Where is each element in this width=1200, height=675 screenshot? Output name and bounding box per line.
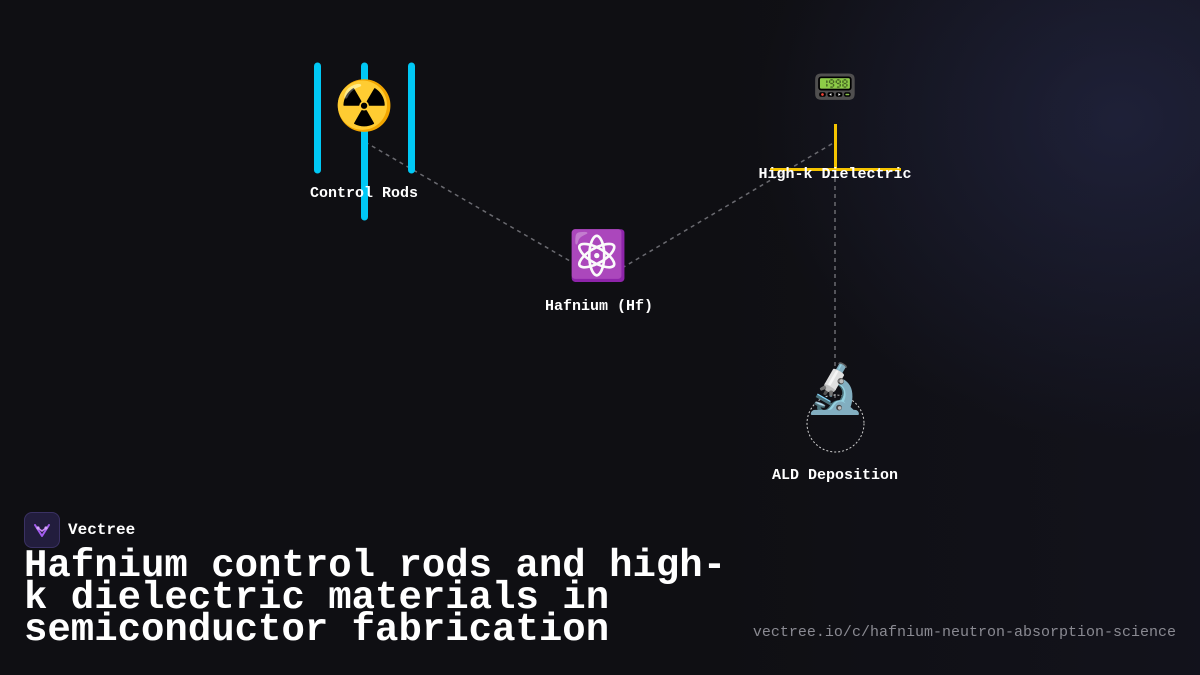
source-url: vectree.io/c/hafnium-neutron-absorption-… <box>752 624 1176 641</box>
edge-hafnium-high-k <box>621 141 836 269</box>
brand-name: Vectree <box>68 521 136 539</box>
radioactive-icon: ☢️ <box>334 78 394 134</box>
vectree-logo-icon <box>24 512 60 548</box>
ald-dashed-circle <box>806 394 865 453</box>
microscope-icon: 🔬 <box>805 361 865 417</box>
brand: Vectree <box>24 512 135 548</box>
node-label-ald: ALD Deposition <box>771 467 899 484</box>
page-title: Hafnium control rods and high-k dielectr… <box>24 544 727 652</box>
node-label-control-rods: Control Rods <box>309 185 419 202</box>
node-label-hafnium: Hafnium (Hf) <box>544 298 654 315</box>
edge-control-rods-hafnium <box>364 141 583 269</box>
pager-icon: 📟 <box>812 67 858 108</box>
node-label-high-k: High-k Dielectric <box>758 166 912 183</box>
atom-icon: ⚛️ <box>568 228 628 284</box>
